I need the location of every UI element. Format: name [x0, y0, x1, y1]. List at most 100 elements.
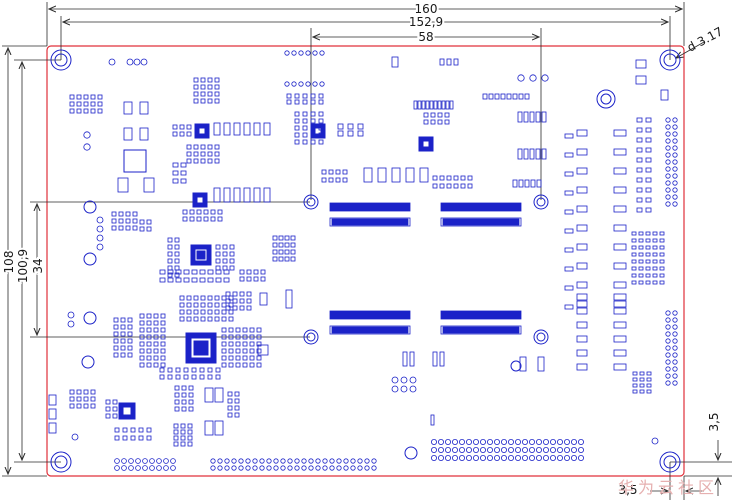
smd-array — [221, 309, 227, 315]
smd-array — [139, 355, 145, 361]
smd-array — [506, 93, 512, 100]
smd-array — [222, 251, 228, 257]
header-pin — [308, 458, 314, 464]
smd-array — [413, 100, 418, 110]
smd-array — [187, 423, 193, 429]
smd-resistor — [613, 243, 627, 251]
edge-pin — [665, 201, 671, 207]
test-pad — [291, 81, 297, 87]
header-pin — [301, 465, 307, 471]
header-pin — [315, 465, 321, 471]
smd-array — [181, 406, 187, 412]
smd-array — [636, 127, 643, 133]
smd-array — [105, 406, 111, 412]
smd-array — [175, 277, 182, 283]
test-pad — [291, 50, 297, 56]
mounting-hole-center-4 — [533, 329, 549, 345]
header-pin — [543, 454, 550, 461]
smd-array — [432, 175, 438, 181]
smd-array — [130, 427, 136, 433]
smd-part — [223, 187, 231, 203]
smd-resistor — [576, 307, 588, 315]
smd-array — [227, 405, 233, 411]
smd-array — [446, 58, 452, 66]
smd-part — [213, 122, 221, 136]
smd-array — [139, 362, 145, 368]
smd-array — [235, 327, 241, 333]
smd-array — [512, 93, 518, 100]
header-pin — [336, 458, 342, 464]
smd-array — [260, 269, 266, 275]
smd-array — [180, 441, 186, 447]
smd-array — [153, 334, 159, 340]
smd-array — [153, 327, 159, 333]
test-pad — [409, 376, 417, 384]
header-pin — [294, 465, 300, 471]
smd-array — [636, 207, 643, 213]
header-pin — [507, 438, 514, 445]
header-pin — [142, 465, 148, 471]
edge-pin — [665, 159, 671, 165]
smd-array — [139, 320, 145, 326]
smd-resistor — [613, 262, 627, 270]
smd-part — [660, 89, 669, 101]
smd-array — [646, 377, 652, 382]
smd-array — [453, 183, 459, 189]
test-pad — [305, 81, 311, 87]
smd-array — [215, 251, 221, 257]
smd-array — [196, 209, 202, 215]
smd-array — [246, 269, 252, 275]
smd-array — [83, 389, 89, 395]
smd-array — [631, 273, 637, 278]
smd-array — [278, 242, 284, 248]
test-pad — [67, 320, 75, 328]
header-pin — [224, 458, 230, 464]
smd-part — [405, 167, 415, 183]
smd-resistor — [613, 321, 627, 329]
smd-array — [160, 362, 166, 368]
smd-array — [207, 158, 213, 164]
smd-array — [429, 100, 434, 110]
smd-array — [639, 383, 645, 388]
smd-array — [180, 429, 186, 435]
dim-hole-pitch-y: 100,9 — [16, 249, 30, 283]
connector-bottom-left-b — [329, 325, 411, 335]
smd-array — [139, 348, 145, 354]
smd-part — [391, 56, 399, 68]
header-pin — [343, 458, 349, 464]
smd-array — [186, 124, 192, 130]
header-pin — [280, 465, 286, 471]
header-pin — [515, 438, 522, 445]
smd-array — [228, 309, 234, 315]
smd-array — [541, 111, 547, 123]
edge-pin — [672, 373, 678, 379]
board-outline — [46, 45, 685, 477]
header-pin — [571, 438, 578, 445]
smd-array — [180, 162, 187, 168]
smd-array — [76, 389, 82, 395]
smd-array — [90, 396, 96, 402]
qfp-chip-small-2 — [310, 123, 326, 139]
smd-array — [328, 177, 334, 183]
connector-bottom-left-a — [329, 310, 411, 320]
smd-array — [222, 265, 228, 271]
smd-array — [253, 276, 259, 282]
smd-resistor — [576, 349, 588, 357]
smd-array — [200, 144, 206, 150]
smd-array — [193, 316, 199, 322]
header-pin — [350, 465, 356, 471]
smd-array — [310, 93, 316, 99]
smd-array — [120, 324, 126, 330]
test-pad — [305, 50, 311, 56]
smd-array — [146, 313, 152, 319]
smd-array — [199, 374, 205, 380]
smd-array — [446, 183, 452, 189]
smd-array — [173, 435, 179, 441]
edge-pin — [672, 352, 678, 358]
smd-array — [310, 118, 316, 124]
smd-array — [118, 211, 124, 217]
smd-array — [179, 295, 185, 301]
header-pin — [493, 454, 500, 461]
smd-part — [285, 289, 293, 309]
smd-array — [69, 389, 75, 395]
